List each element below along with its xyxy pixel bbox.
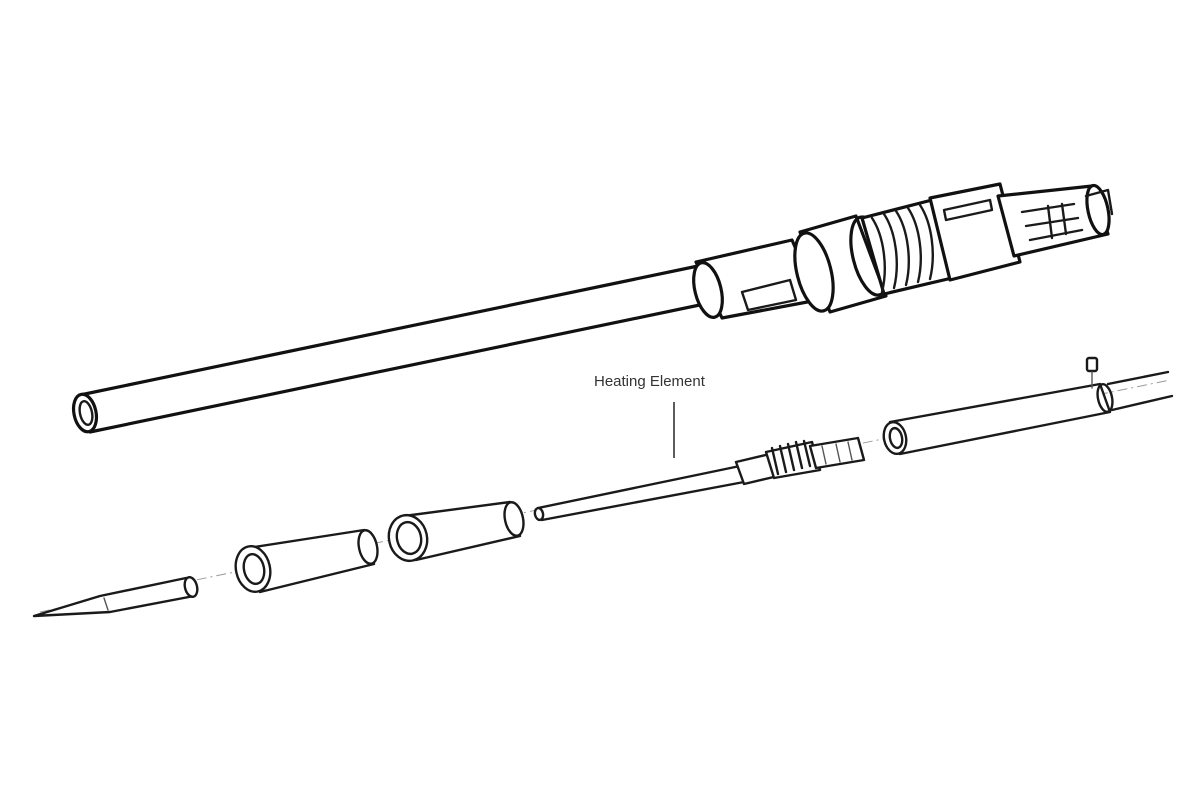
tip-sleeve-large-opening-inner: [395, 520, 423, 556]
tip-sleeve-small: [234, 528, 379, 594]
assembled-nut-front: [793, 231, 835, 313]
assembled-heater-illustration: [71, 182, 1114, 434]
assembled-thread-lines: [870, 203, 934, 294]
assembled-connector-latch: [1084, 188, 1114, 216]
tip-sleeve-small-end: [357, 529, 379, 565]
barrel-sleeve: [882, 382, 1114, 456]
assembled-connector-pins: [1020, 202, 1084, 242]
soldering-tip-flat: [103, 597, 109, 611]
exploded-view: [32, 356, 1174, 618]
barrel-sleeve-end: [1096, 383, 1114, 413]
assembled-rear-slot: [942, 198, 994, 222]
heating-element-connector-slots: [821, 441, 853, 465]
barrel-sleeve-opening-inner: [888, 426, 904, 450]
heating-element: [533, 436, 866, 522]
assembled-collar-front: [692, 261, 724, 319]
tip-sleeve-large: [387, 500, 525, 563]
set-screw: [1085, 356, 1099, 389]
barrel-sleeve-body: [888, 382, 1112, 456]
assembled-connector-face: [1085, 183, 1111, 237]
handle-partial-lines: [1106, 370, 1174, 412]
heating-element-threads: [770, 439, 812, 476]
soldering-tip-shape: [32, 576, 196, 618]
heating-element-connector: [808, 436, 866, 470]
tip-sleeve-small-opening-inner: [242, 552, 266, 586]
soldering-tip: [32, 575, 199, 618]
tip-sleeve-large-end: [503, 501, 525, 537]
heating-element-rod: [536, 464, 746, 522]
assembled-tube: [78, 264, 716, 434]
assembled-collar-flat: [740, 278, 798, 312]
heating-element-rod-tip: [533, 506, 545, 522]
soldering-tip-end: [183, 575, 199, 599]
set-screw-shape: [1085, 356, 1099, 373]
callout-label: Heating Element: [594, 373, 706, 390]
handle-partial: [1106, 370, 1174, 412]
callout-heating-element: Heating Element: [594, 373, 706, 458]
assembled-tube-end-inner: [78, 399, 94, 427]
